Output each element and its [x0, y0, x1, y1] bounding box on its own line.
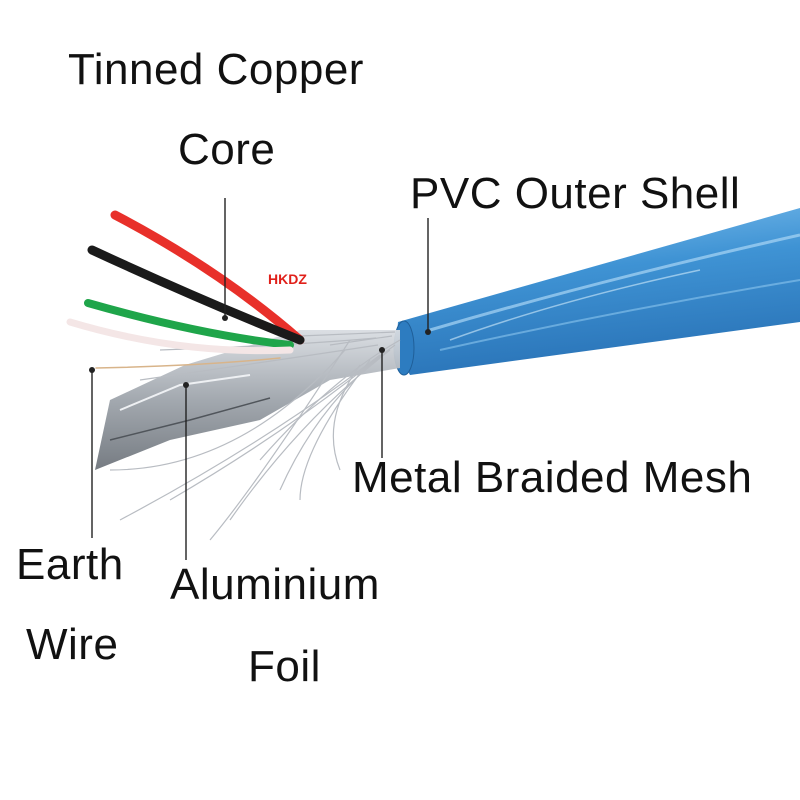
leader-dots: [89, 315, 431, 388]
pvc-outer-shell: [393, 208, 800, 376]
label-tinned-copper-line2: Core: [178, 125, 276, 174]
brand-mark: HKDZ: [268, 271, 307, 287]
white-wire: [66, 318, 294, 355]
black-wire: [87, 245, 305, 345]
label-aluminium-foil-line2: Foil: [248, 642, 321, 691]
aluminium-foil: [95, 330, 400, 470]
green-wire: [84, 299, 294, 349]
earth-wire: [95, 357, 281, 369]
leader-lines: [91, 198, 429, 560]
red-wire: [110, 210, 305, 345]
label-pvc-outer-shell: PVC Outer Shell: [410, 169, 741, 218]
label-aluminium-foil-line1: Aluminium: [170, 560, 380, 609]
label-tinned-copper-line1: Tinned Copper: [68, 45, 364, 94]
label-earth-wire-line1: Earth: [16, 540, 124, 589]
label-metal-braided-mesh: Metal Braided Mesh: [352, 453, 753, 502]
label-earth-wire-line2: Wire: [26, 620, 119, 669]
inner-wires: [66, 210, 305, 369]
